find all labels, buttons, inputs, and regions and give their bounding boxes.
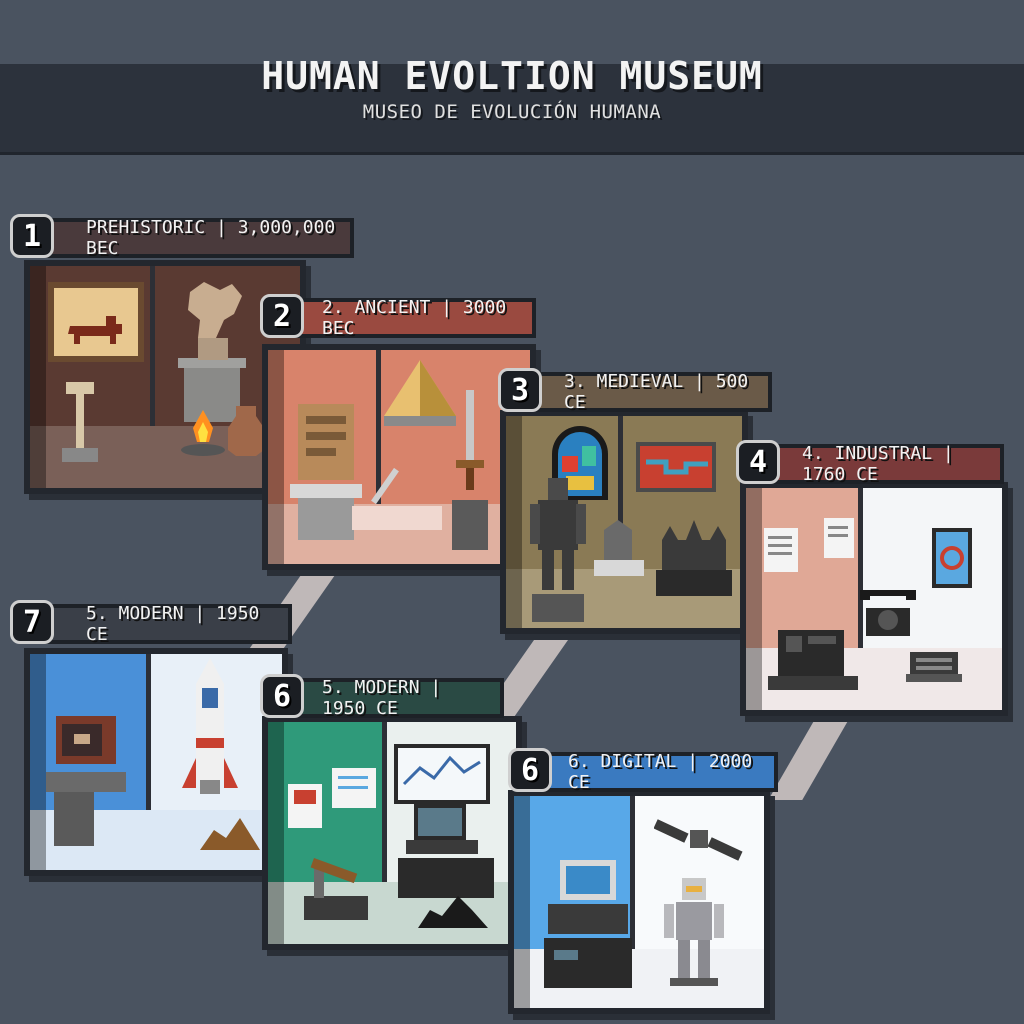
satellite-icon — [654, 819, 743, 861]
room-number-badge: 3 — [498, 368, 542, 412]
typewriter-icon — [906, 652, 962, 682]
header-banner — [0, 64, 1024, 155]
poster-icon — [288, 768, 376, 828]
blueprint-papers-icon — [764, 518, 854, 572]
campfire-icon — [181, 410, 225, 456]
rocket-icon — [182, 658, 238, 794]
room-label-modern-1: 5. MODERN | 1950 CE — [34, 603, 292, 645]
statue-icon — [178, 282, 246, 422]
robot-icon — [664, 878, 724, 986]
sword-icon — [452, 390, 488, 550]
cave-painting-icon — [48, 282, 144, 362]
television-icon — [46, 716, 126, 846]
coal-pile-icon — [418, 896, 488, 928]
room-label-prehistoric: PREHISTORIC | 3,000,000 BEC — [34, 217, 354, 259]
room-modern[interactable] — [24, 648, 288, 876]
page-title: HUMAN EVOLTION MUSEUM — [261, 54, 763, 98]
room-number-badge: 4 — [736, 440, 780, 484]
room-prehistoric[interactable] — [24, 260, 306, 494]
room-medieval[interactable] — [500, 410, 748, 634]
room-modern-lab[interactable] — [262, 716, 522, 950]
room-label-ancient: 2. ANCIENT | 3000 BEC — [270, 297, 536, 339]
pyramid-icon — [384, 360, 456, 426]
stone-tablet-icon — [290, 404, 362, 540]
bone-tool-icon — [62, 382, 98, 462]
telephone-icon — [860, 590, 916, 636]
pot-icon — [228, 406, 264, 456]
robot-arm-icon — [304, 858, 368, 920]
room-label-industrial: 4. INDUSTRAL | 1760 CE — [750, 443, 1004, 485]
wall-screen-icon — [932, 528, 972, 588]
laptop-icon — [398, 804, 494, 898]
chart-board-icon — [394, 744, 490, 804]
room-label-digital: 6. DIGITAL | 2000 CE — [516, 751, 778, 793]
room-number-badge: 6 — [508, 748, 552, 792]
room-digital[interactable] — [508, 790, 770, 1014]
crown-relic-icon — [594, 520, 644, 576]
tapestry-icon — [636, 442, 716, 492]
engine-icon — [768, 630, 858, 690]
dagger-display-icon — [352, 467, 442, 530]
page-subtitle: MUSEO DE EVOLUCIÓN HUMANA — [362, 101, 662, 123]
castle-model-icon — [656, 520, 732, 596]
room-number-badge: 1 — [10, 214, 54, 258]
room-number-badge: 2 — [260, 294, 304, 338]
room-number-badge: 7 — [10, 600, 54, 644]
knight-armor-icon — [530, 478, 586, 622]
room-ancient[interactable] — [262, 344, 536, 570]
room-label-medieval: 3. MEDIEVAL | 500 CE — [512, 371, 772, 413]
computer-icon — [544, 860, 632, 988]
room-label-modern-2: 5. MODERN | 1950 CE — [270, 677, 504, 719]
room-number-badge: 6 — [260, 674, 304, 718]
room-industrial[interactable] — [740, 482, 1008, 716]
debris-pile-icon — [200, 818, 260, 850]
